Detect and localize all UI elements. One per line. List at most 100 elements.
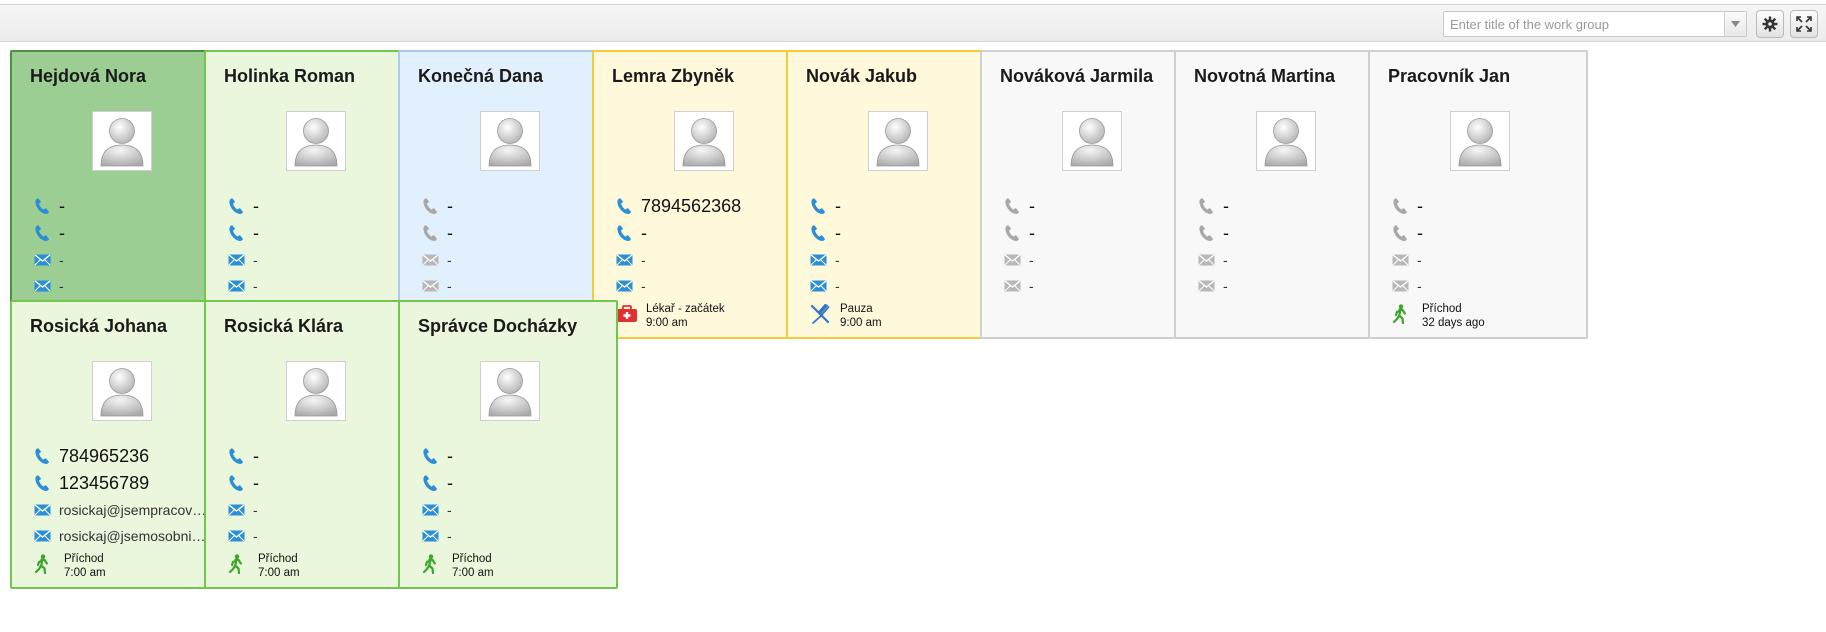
phone-number[interactable]: - (1417, 195, 1423, 216)
attendance-status: Příchod 7:00 am (34, 551, 106, 580)
envelope-icon (1004, 249, 1026, 271)
workgroup-dropdown-button[interactable] (1724, 12, 1746, 36)
phone-number[interactable]: - (447, 195, 453, 216)
phone-row: - (422, 222, 453, 244)
phone-number[interactable]: 784965236 (59, 445, 150, 466)
employee-card[interactable]: Nováková Jarmila - - - - (980, 50, 1200, 339)
phone-number[interactable]: - (835, 195, 841, 216)
email-address[interactable]: - (253, 528, 258, 544)
phone-icon (422, 195, 444, 217)
email-address[interactable]: - (447, 252, 452, 268)
email-address[interactable]: rosickaj@jsempracov… (59, 502, 207, 518)
email-row: - (1004, 249, 1034, 271)
employee-card[interactable]: Rosická Klára - - - - (204, 300, 424, 589)
phone-row: - (1198, 195, 1229, 217)
user-placeholder-icon (1264, 118, 1308, 167)
phone-number[interactable]: - (1223, 195, 1229, 216)
email-row: - (228, 275, 258, 297)
phone-number[interactable]: - (447, 222, 453, 243)
employee-card[interactable]: Lemra Zbyněk 7894562368 - - - (592, 50, 812, 339)
status-time: 7:00 am (258, 567, 300, 579)
email-row: - (810, 275, 840, 297)
email-row: - (1198, 249, 1228, 271)
email-address[interactable]: - (835, 278, 840, 294)
email-address[interactable]: - (641, 278, 646, 294)
phone-number[interactable]: - (835, 222, 841, 243)
phone-icon (1198, 195, 1220, 217)
employee-card[interactable]: Konečná Dana - - - - (398, 50, 618, 339)
phone-number[interactable]: - (1029, 195, 1035, 216)
email-row: - (228, 525, 258, 547)
email-address[interactable]: - (1029, 252, 1034, 268)
status-time: 9:00 am (646, 317, 688, 329)
email-address[interactable]: - (835, 252, 840, 268)
phone-number[interactable]: - (59, 222, 65, 243)
employee-card[interactable]: Holinka Roman - - - - (204, 50, 424, 339)
phone-number[interactable]: - (1417, 222, 1423, 243)
phone-number[interactable]: - (253, 222, 259, 243)
email-address[interactable]: - (1029, 278, 1034, 294)
phone-number[interactable]: - (641, 222, 647, 243)
email-address[interactable]: - (59, 278, 64, 294)
user-placeholder-icon (682, 118, 726, 167)
employee-card[interactable]: Hejdová Nora - - - - (10, 50, 230, 339)
settings-button[interactable] (1756, 10, 1784, 38)
phone-row: - (1004, 195, 1035, 217)
phone-icon (1004, 195, 1026, 217)
phone-number[interactable]: - (59, 195, 65, 216)
email-address[interactable]: - (1223, 252, 1228, 268)
avatar (92, 111, 152, 171)
email-address[interactable]: - (447, 502, 452, 518)
workgroup-search[interactable] (1443, 11, 1747, 37)
email-address[interactable]: - (1223, 278, 1228, 294)
phone-number[interactable]: - (253, 195, 259, 216)
email-row: - (34, 275, 64, 297)
employee-card[interactable]: Správce Docházky - - - - (398, 300, 618, 589)
email-address[interactable]: - (447, 278, 452, 294)
walking-icon (422, 551, 448, 577)
phone-number[interactable]: - (253, 445, 259, 466)
envelope-icon (1392, 249, 1414, 271)
phone-number[interactable]: - (1223, 222, 1229, 243)
avatar (1062, 111, 1122, 171)
email-address[interactable]: - (253, 278, 258, 294)
employee-name: Lemra Zbyněk (612, 66, 735, 86)
phone-row: - (228, 222, 259, 244)
email-row: - (810, 249, 840, 271)
email-address[interactable]: - (59, 252, 64, 268)
email-address[interactable]: - (1417, 278, 1422, 294)
employee-card[interactable]: Rosická Johana 784965236 123456789 rosic… (10, 300, 230, 589)
phone-row: - (228, 472, 259, 494)
attendance-status: Příchod 7:00 am (422, 551, 494, 580)
fullscreen-button[interactable] (1790, 10, 1818, 38)
employee-card[interactable]: Novotná Martina - - - - (1174, 50, 1394, 339)
phone-number[interactable]: - (1029, 222, 1035, 243)
envelope-icon (34, 249, 56, 271)
employee-name: Hejdová Nora (30, 66, 147, 86)
email-address[interactable]: - (641, 252, 646, 268)
phone-number[interactable]: - (447, 445, 453, 466)
toolbar (0, 4, 1826, 42)
phone-row: - (810, 195, 841, 217)
employee-card[interactable]: Pracovník Jan - - - - (1368, 50, 1588, 339)
avatar (286, 111, 346, 171)
email-address[interactable]: rosickaj@jsemosobni… (59, 528, 206, 544)
email-address[interactable]: - (253, 252, 258, 268)
phone-number[interactable]: 123456789 (59, 472, 150, 493)
status-time: 32 days ago (1422, 317, 1485, 329)
workgroup-search-input[interactable] (1444, 12, 1724, 36)
email-address[interactable]: - (447, 528, 452, 544)
email-address[interactable]: - (253, 502, 258, 518)
phone-number[interactable]: 7894562368 (641, 195, 742, 216)
employee-name: Rosická Klára (224, 316, 344, 336)
email-address[interactable]: - (1417, 252, 1422, 268)
email-row: - (616, 275, 646, 297)
employee-card[interactable]: Novák Jakub - - - - (786, 50, 1006, 339)
user-placeholder-icon (100, 368, 144, 417)
email-row: rosickaj@jsemosobni… (34, 525, 205, 547)
envelope-icon (810, 275, 832, 297)
envelope-icon (34, 525, 56, 547)
phone-number[interactable]: - (447, 472, 453, 493)
phone-row: - (1392, 222, 1423, 244)
phone-number[interactable]: - (253, 472, 259, 493)
